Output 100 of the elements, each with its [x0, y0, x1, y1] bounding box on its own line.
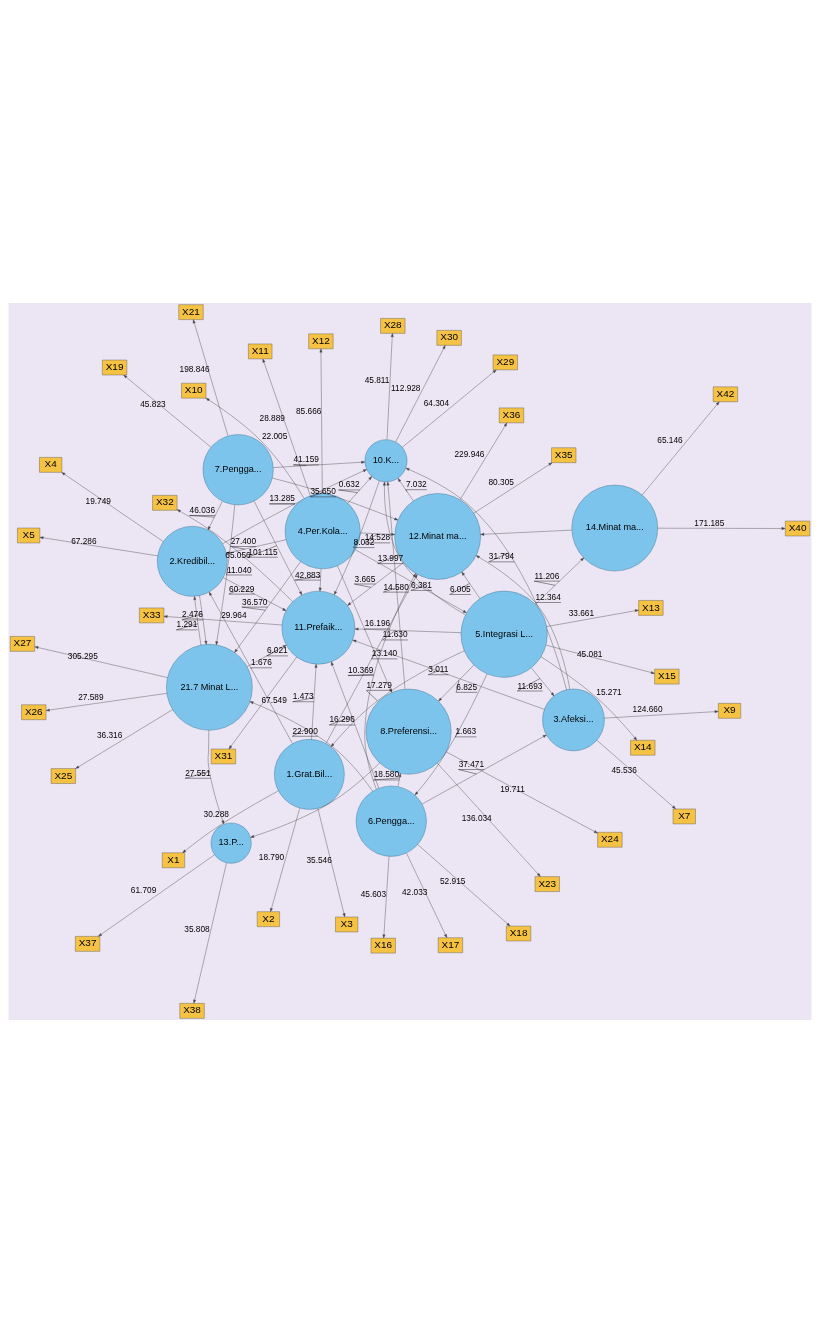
arrow: [546, 608, 639, 627]
node-circle: 14.Minat ma...: [571, 484, 658, 571]
edge-label: 1.291: [176, 618, 198, 629]
edge-label: 45.603: [360, 888, 387, 899]
edge-label: 6.825: [456, 681, 478, 692]
edge-label: 80.305: [488, 476, 514, 487]
edge-label: 11.040: [226, 564, 252, 574]
arrow: [317, 807, 346, 917]
arrow: [311, 663, 318, 740]
edge-label: 61.709: [130, 884, 157, 895]
arrow: [446, 751, 598, 833]
edge-label: 37.471: [458, 758, 485, 769]
edge-label: 10.369: [348, 664, 374, 675]
edge-label: 13.997: [377, 552, 404, 563]
edge-label: 136.034: [461, 812, 492, 823]
edge-label: 6.021: [266, 644, 288, 655]
node-box: X2: [257, 911, 280, 927]
arrow: [205, 397, 305, 499]
edge-label: 45.811: [364, 374, 390, 385]
edge-label: 45.536: [611, 764, 637, 775]
node-box: X5: [17, 527, 41, 543]
edge-label: 17.279: [366, 679, 392, 690]
edge-label: 11.693: [517, 680, 543, 690]
arrow: [61, 471, 164, 542]
node-box: X17: [437, 937, 463, 953]
node-box: X42: [712, 386, 738, 402]
edge-label: 27.551: [185, 767, 211, 778]
arrow: [207, 729, 225, 824]
arrow: [45, 692, 168, 711]
node-box: X38: [179, 1002, 205, 1019]
arrow: [414, 673, 488, 795]
arrow: [262, 358, 311, 496]
arrow: [382, 855, 390, 938]
arrow: [249, 700, 373, 791]
node-box: X9: [718, 702, 741, 718]
node-box: X23: [534, 875, 560, 892]
arrow: [373, 772, 402, 787]
edge-label: 36.570: [242, 596, 268, 607]
edge-label: 16.196: [364, 617, 391, 628]
edge-label: 31.794: [488, 550, 515, 561]
arrow: [354, 627, 462, 633]
arrow: [386, 332, 394, 440]
arrow: [207, 500, 223, 530]
node-box: X28: [380, 317, 406, 334]
edge-label: 13.140: [371, 647, 398, 658]
edge-label: 22.900: [292, 725, 318, 736]
arrow: [596, 739, 676, 809]
arrow: [531, 667, 555, 696]
arrow: [234, 560, 301, 653]
node-box: X40: [785, 520, 811, 536]
node-box: X33: [139, 607, 165, 623]
edge-label: 42.883: [294, 569, 321, 580]
arrow: [535, 557, 584, 604]
arrow: [325, 573, 418, 744]
arrow: [182, 790, 279, 853]
arrow: [641, 401, 720, 495]
arrow: [540, 656, 637, 740]
edge-label: 3.665: [354, 573, 376, 583]
arrow: [383, 481, 466, 615]
node-box: X19: [102, 359, 128, 375]
edge-label: 0.632: [338, 478, 360, 489]
edge-label: 36.316: [96, 729, 123, 740]
edge-label: 7.032: [405, 478, 427, 489]
edge-label: 85.666: [296, 405, 322, 416]
edge-label: 33.661: [568, 607, 595, 618]
edge-label: 45.823: [140, 398, 166, 409]
edge-label: 3.011: [428, 663, 449, 674]
edge-label: 124.660: [632, 703, 663, 714]
arrow: [223, 576, 287, 611]
arrow: [98, 854, 215, 936]
node-box: X4: [39, 456, 63, 473]
arrow: [270, 807, 301, 912]
edge-label: 65.146: [657, 434, 683, 445]
arrow: [657, 526, 786, 530]
edge-label: 229.946: [454, 448, 485, 459]
arrow: [406, 852, 448, 938]
node-box: X7: [672, 808, 696, 824]
node-circle: 6.Pengga...: [355, 785, 427, 857]
edge-label: 52.915: [439, 875, 466, 886]
node-box: X12: [308, 333, 334, 349]
arrow: [480, 529, 573, 536]
arrow: [604, 709, 719, 718]
arrow: [421, 734, 547, 804]
arrow: [364, 572, 416, 789]
arrow: [383, 481, 410, 689]
node-box: X3: [335, 916, 359, 932]
arrow: [360, 532, 395, 543]
node-box: X13: [638, 599, 664, 616]
edge-label: 30.288: [203, 808, 229, 819]
arrow: [215, 504, 253, 645]
node-box: X30: [436, 329, 462, 346]
edge-label: 15.271: [596, 686, 622, 697]
node-circle: 1.Grat.Bil...: [274, 738, 345, 810]
arrow: [355, 549, 467, 613]
edge-label: 14.580: [383, 581, 409, 592]
edge-label: 6.005: [449, 583, 471, 594]
node-box: X11: [248, 343, 273, 359]
edge-label: 305.295: [67, 650, 98, 661]
edge-label: 112.928: [391, 382, 421, 393]
arrow: [545, 644, 655, 674]
